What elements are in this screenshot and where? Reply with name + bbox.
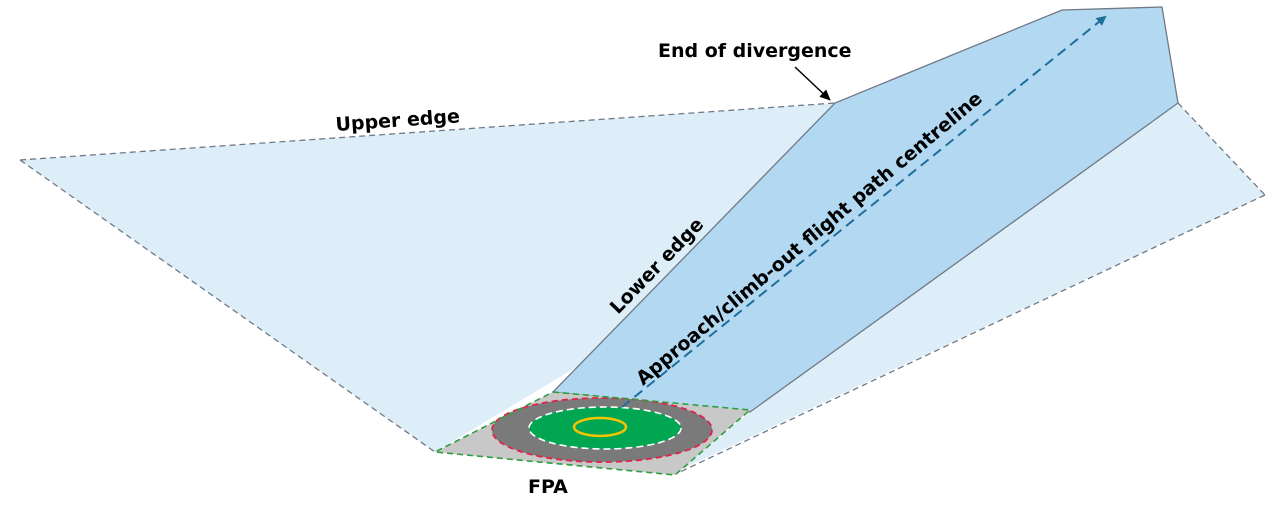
centreline-arrow (621, 15, 1107, 408)
fpa-label: FPA (528, 476, 568, 498)
tlof-area (529, 407, 681, 449)
end-of-divergence-pointer (794, 66, 831, 101)
tlof-boundary (528, 406, 682, 450)
outer-surface-right (680, 103, 1265, 470)
upper-edge-line (19, 102, 836, 161)
safety-area-boundary (491, 397, 713, 463)
outer-bottom-right-edge-line (679, 194, 1266, 473)
end-of-divergence-label: End of divergence (658, 40, 852, 62)
outer-right-edge-line (1177, 102, 1266, 196)
outer-surface-left (20, 103, 835, 452)
touchdown-marking (572, 416, 628, 438)
fpa-boundary (432, 391, 752, 476)
outer-left-edge-line (19, 159, 436, 453)
